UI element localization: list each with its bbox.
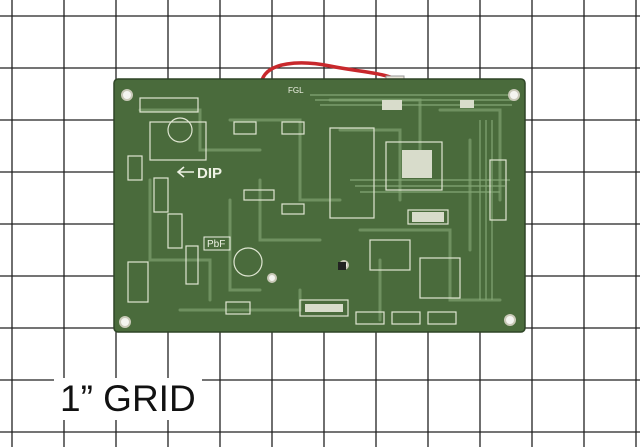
marking-pbf: PbF (207, 239, 225, 250)
pbf-box (203, 236, 231, 251)
marking-fgl: FGL (288, 86, 304, 95)
silkscreen-outlines (127, 97, 507, 325)
red-wire (260, 61, 399, 82)
marking-dip: DIP (197, 165, 222, 182)
board-traces (138, 98, 502, 322)
dip-arrow-icon (176, 166, 194, 178)
small-components (305, 100, 474, 312)
circuit-board: DIP PbF FGL (113, 78, 526, 333)
board-traces-fine (310, 94, 515, 300)
grid-scale-caption: 1” GRID (54, 378, 202, 420)
